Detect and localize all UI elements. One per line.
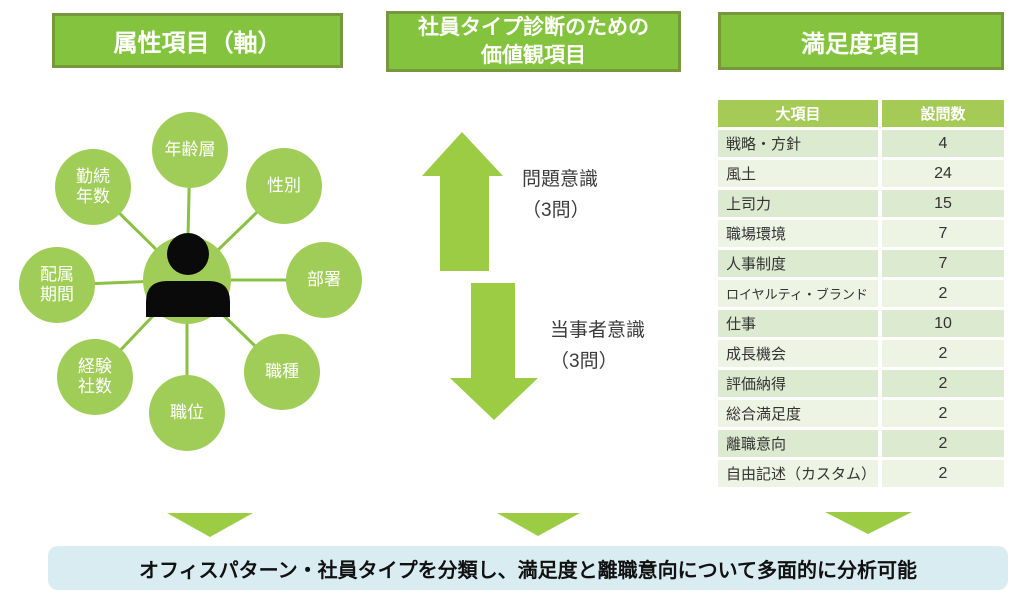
table-cell-category: 成長機会	[718, 340, 878, 367]
table-cell-count: 2	[882, 460, 1004, 487]
table-cell-category: 仕事	[718, 310, 878, 337]
table-cell-count: 15	[882, 190, 1004, 217]
attribute-circle-gender: 性別	[246, 148, 322, 224]
table-cell-count: 4	[882, 130, 1004, 157]
person-icon	[146, 233, 230, 317]
table-cell-category: 風土	[718, 160, 878, 187]
table-cell-count: 24	[882, 160, 1004, 187]
table-cell-category: 人事制度	[718, 250, 878, 277]
down-triangle-right-icon	[825, 512, 912, 534]
up-arrow-label: 問題意識 （3問）	[522, 169, 599, 221]
table-cell-category: 評価納得	[718, 370, 878, 397]
table-cell-category: 上司力	[718, 190, 878, 217]
summary-banner: オフィスパターン・社員タイプを分類し、満足度と離職意向について多面的に分析可能	[48, 546, 1008, 590]
attribute-circle-job-type: 職種	[244, 334, 320, 410]
attribute-circle-age-group: 年齢層	[152, 112, 228, 188]
table-cell-count: 2	[882, 280, 1004, 307]
header-value-items: 社員タイプ診断のための 価値観項目	[386, 11, 681, 72]
table-cell-count: 2	[882, 400, 1004, 427]
down-triangle-middle-icon	[497, 513, 580, 536]
table-cell-count: 2	[882, 430, 1004, 457]
column-header-count: 設問数	[882, 100, 1004, 127]
table-cell-count: 2	[882, 370, 1004, 397]
summary-banner-text: オフィスパターン・社員タイプを分類し、満足度と離職意向について多面的に分析可能	[139, 559, 917, 582]
column-header-category: 大項目	[718, 100, 878, 127]
table-cell-category: 離職意向	[718, 430, 878, 457]
table-row: 自由記述（カスタム）2	[718, 460, 1004, 487]
table-cell-count: 7	[882, 220, 1004, 247]
table-cell-count: 7	[882, 250, 1004, 277]
table-cell-category: 戦略・方針	[718, 130, 878, 157]
table-cell-count: 2	[882, 340, 1004, 367]
attribute-circle-department: 部署	[286, 242, 362, 318]
table-cell-category: 総合満足度	[718, 400, 878, 427]
attribute-circle-position: 職位	[149, 375, 225, 451]
table-cell-category: 職場環境	[718, 220, 878, 247]
table-cell-category: ロイヤルティ・ブランド	[718, 280, 878, 307]
table-cell-category: 自由記述（カスタム）	[718, 460, 878, 487]
down-arrow-icon	[450, 283, 538, 420]
header-satisfaction-items: 満足度項目	[718, 12, 1004, 70]
attribute-circle-assignment: 配属 期間	[19, 247, 95, 323]
down-arrow-label: 当事者意識 （3問）	[550, 320, 646, 372]
header-attribute-items: 属性項目（軸）	[52, 13, 343, 68]
up-arrow-icon	[422, 132, 503, 271]
satisfaction-table-header-row: 大項目 設問数	[718, 100, 1004, 127]
down-triangle-left-icon	[167, 513, 253, 537]
attribute-circle-years-of-service: 勤続 年数	[55, 149, 131, 225]
table-cell-count: 10	[882, 310, 1004, 337]
attribute-circle-companies: 経験 社数	[57, 339, 133, 415]
